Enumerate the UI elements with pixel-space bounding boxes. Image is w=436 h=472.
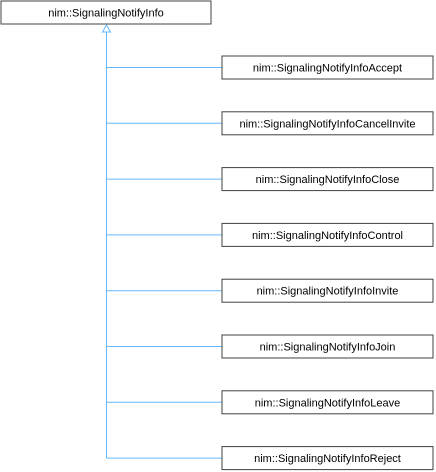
derived-class-label: nim::SignalingNotifyInfoLeave — [255, 397, 401, 409]
derived-class-node[interactable]: nim::SignalingNotifyInfoClose — [221, 167, 434, 192]
derived-class-label: nim::SignalingNotifyInfoClose — [256, 174, 400, 186]
inheritance-arrow-icon — [101, 23, 112, 33]
derived-class-box[interactable] — [221, 167, 434, 192]
derived-class-node[interactable]: nim::SignalingNotifyInfoLeave — [221, 390, 434, 415]
base-class-label: nim::SignalingNotifyInfo — [48, 8, 164, 20]
base-class-box[interactable] — [0, 0, 212, 25]
derived-class-node[interactable]: nim::SignalingNotifyInfoInvite — [221, 278, 434, 303]
derived-class-label: nim::SignalingNotifyInfoCancelInvite — [239, 118, 415, 130]
derived-class-box[interactable] — [221, 390, 434, 415]
derived-class-box[interactable] — [221, 222, 434, 247]
derived-class-label: nim::SignalingNotifyInfoJoin — [260, 342, 396, 354]
derived-class-label: nim::SignalingNotifyInfoInvite — [257, 286, 399, 298]
derived-class-box[interactable] — [221, 446, 434, 471]
derived-class-node[interactable]: nim::SignalingNotifyInfoReject — [221, 446, 434, 471]
derived-class-label: nim::SignalingNotifyInfoAccept — [253, 63, 402, 75]
derived-class-label: nim::SignalingNotifyInfoReject — [254, 453, 401, 465]
derived-class-nodes: nim::SignalingNotifyInfoAcceptnim::Signa… — [221, 55, 434, 471]
derived-class-node[interactable]: nim::SignalingNotifyInfoCancelInvite — [221, 111, 434, 136]
derived-class-node[interactable]: nim::SignalingNotifyInfoControl — [221, 222, 434, 247]
derived-class-box[interactable] — [221, 55, 434, 80]
derived-class-box[interactable] — [221, 334, 434, 359]
derived-class-node[interactable]: nim::SignalingNotifyInfoJoin — [221, 334, 434, 359]
derived-class-node[interactable]: nim::SignalingNotifyInfoAccept — [221, 55, 434, 80]
inheritance-connectors — [101, 23, 222, 459]
derived-class-label: nim::SignalingNotifyInfoControl — [252, 230, 403, 242]
derived-class-box[interactable] — [221, 111, 434, 136]
derived-class-box[interactable] — [221, 278, 434, 303]
base-class-node[interactable]: nim::SignalingNotifyInfo — [0, 0, 212, 25]
